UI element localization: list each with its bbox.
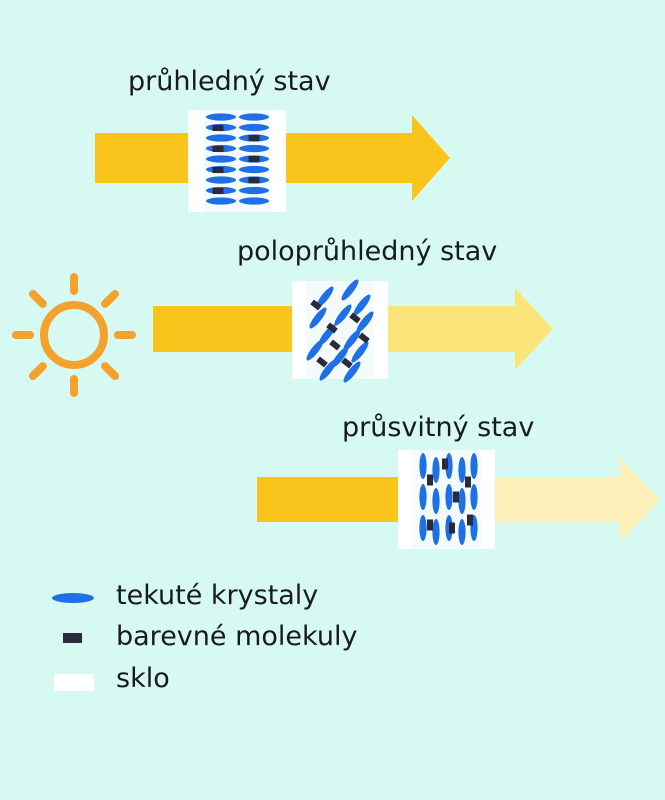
liquid-crystal (239, 186, 269, 195)
liquid-crystal (239, 123, 269, 132)
dye-molecule (449, 522, 455, 534)
dye-molecule (248, 156, 260, 162)
legend-glass-icon (54, 674, 94, 691)
state-label-transparent: průhledný stav (128, 66, 331, 97)
legend-label-molecules: barevné molekuly (116, 621, 358, 652)
dye-molecule (341, 357, 353, 369)
dye-molecule (349, 312, 361, 324)
legend-label-glass: sklo (116, 663, 170, 694)
liquid-crystal (206, 113, 236, 121)
sun-ray (101, 362, 120, 381)
liquid-crystal (470, 453, 478, 479)
dye-molecule (248, 177, 260, 183)
liquid-crystal (206, 197, 236, 205)
liquid-crystal (206, 176, 236, 184)
dye-molecule (326, 322, 338, 334)
cell-transparent (188, 110, 286, 212)
dye-molecule (467, 514, 473, 526)
liquid-crystal (343, 361, 361, 383)
liquid-crystal (458, 457, 466, 483)
dye-molecule (358, 332, 370, 344)
dye-molecule (212, 125, 224, 131)
legend-crystal-icon (52, 593, 94, 603)
cell-semitransparent (292, 281, 388, 379)
legend-symbols (52, 593, 94, 691)
liquid-crystal (470, 484, 478, 510)
liquid-crystal (419, 484, 427, 510)
liquid-crystal (239, 113, 269, 121)
dye-molecule (212, 188, 224, 194)
liquid-crystal (353, 294, 371, 316)
liquid-crystal (309, 307, 327, 329)
dye-molecule (248, 135, 260, 141)
liquid-crystal (351, 341, 369, 363)
dye-molecule (212, 146, 224, 152)
sun-ray (101, 289, 120, 308)
dye-molecule (316, 356, 328, 368)
liquid-crystal (432, 488, 440, 514)
liquid-crystal (432, 457, 440, 483)
liquid-crystal (334, 304, 352, 326)
liquid-crystal (445, 484, 453, 510)
particles (206, 113, 478, 545)
dye-molecule (310, 299, 322, 311)
arrow-semitransparent (153, 288, 553, 370)
state-label-semitransparent: poloprůhledný stav (237, 236, 498, 267)
liquid-crystal (432, 519, 440, 545)
dye-molecule (442, 458, 448, 470)
glass-right (481, 450, 495, 549)
liquid-crystal (341, 279, 359, 301)
liquid-crystal (239, 197, 269, 205)
glass-left (398, 450, 412, 549)
liquid-crystal (343, 329, 361, 351)
liquid-crystal (319, 359, 337, 381)
liquid-crystal (356, 311, 374, 333)
glass-left (188, 110, 204, 212)
liquid-crystal (206, 134, 236, 142)
glass-right (270, 110, 286, 212)
sun-icon (12, 273, 136, 397)
glass-right (374, 281, 388, 379)
sun-ray (28, 362, 47, 381)
glass-left (292, 281, 306, 379)
arrow-translucent (257, 458, 660, 542)
cell-interior (306, 281, 374, 379)
dye-molecule (329, 339, 341, 351)
liquid-crystal (458, 519, 466, 545)
liquid-crystal (419, 515, 427, 541)
liquid-crystal (239, 144, 269, 153)
state-label-translucent: průsvitný stav (342, 412, 535, 443)
liquid-crystal (419, 453, 427, 479)
dye-molecule (427, 519, 433, 531)
liquid-crystal (239, 165, 269, 174)
liquid-crystal (206, 155, 236, 163)
liquid-crystal (458, 488, 466, 514)
dye-molecule (465, 476, 471, 488)
liquid-crystal (306, 339, 324, 361)
dye-molecule (453, 491, 459, 503)
legend-molecule-icon (63, 633, 82, 643)
dye-molecule (427, 474, 433, 486)
sun-ray (28, 289, 47, 308)
liquid-crystal (316, 286, 334, 308)
dye-molecule (212, 167, 224, 173)
legend-label-crystals: tekuté krystaly (116, 580, 319, 611)
